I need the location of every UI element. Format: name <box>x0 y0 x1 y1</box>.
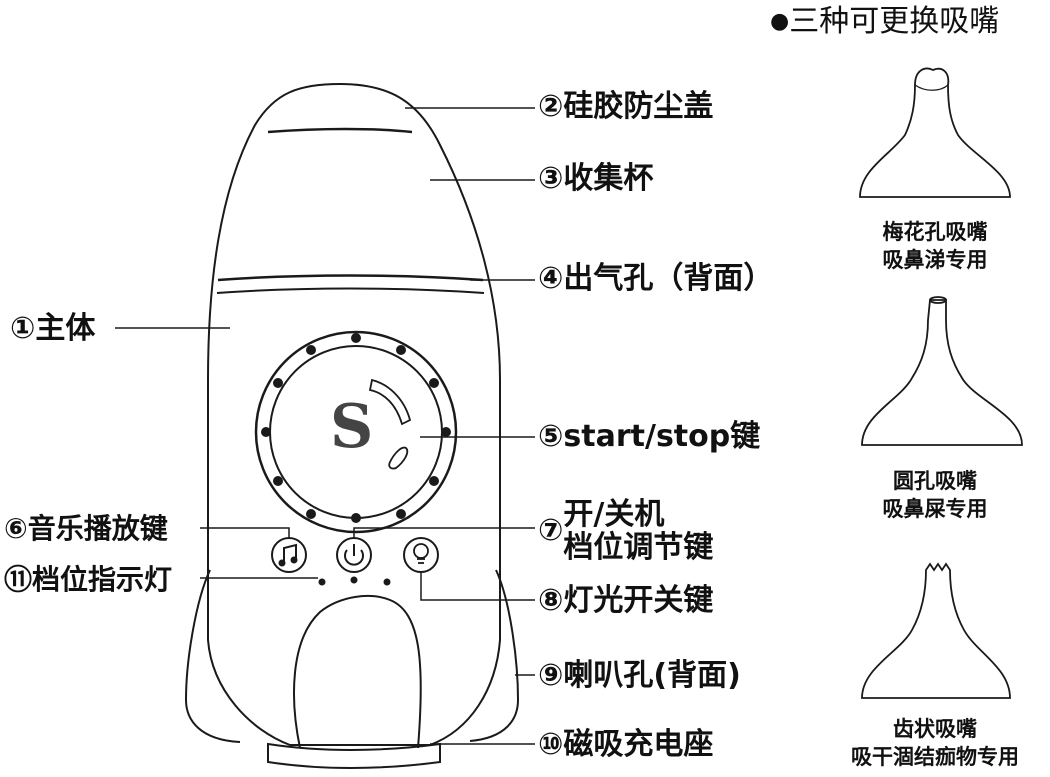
start-stop-button-letter: S <box>330 392 374 462</box>
ring-leds <box>261 333 451 523</box>
callout-number: ⑤ <box>538 419 564 454</box>
cup-seam-upper <box>217 274 484 282</box>
nozzle-name: 圆孔吸嘴 <box>893 469 977 493</box>
callout-number: ① <box>10 311 36 346</box>
callout-number: ⑨ <box>538 658 564 693</box>
header-title: 三种可更换吸嘴 <box>789 4 1000 39</box>
callout-light-button: ⑧灯光开关键 <box>538 584 713 618</box>
button-highlight-short <box>388 446 409 470</box>
callout-text: 硅胶防尘盖 <box>563 89 714 124</box>
callout-number: ⑦ <box>538 513 564 548</box>
callout-text: 主体 <box>35 311 96 346</box>
callout-number: ⑪ <box>4 563 33 596</box>
callout-text: 开/关机 <box>563 497 665 532</box>
callout-main-body: ①主体 <box>10 312 95 346</box>
nozzle-use: 吸干涸结痂物专用 <box>851 745 1019 769</box>
light-bulb-icon <box>413 543 429 564</box>
device-body-outline <box>207 82 501 746</box>
nozzle-name: 梅花孔吸嘴 <box>882 220 988 244</box>
charging-base <box>267 742 441 769</box>
callout-air-vent: ④出气孔（背面） <box>538 262 773 296</box>
music-button-ring <box>271 537 307 573</box>
callout-text: 档位指示灯 <box>32 563 173 596</box>
nozzle-section-header: ●三种可更换吸嘴 <box>770 2 999 42</box>
right-fin <box>469 569 520 742</box>
callout-number: ⑩ <box>538 727 564 762</box>
callout-text: 出气孔（背面） <box>563 261 774 296</box>
level-indicator-dots <box>318 576 391 586</box>
callout-music-button: ⑥音乐播放键 <box>4 512 168 546</box>
nozzle-round <box>861 299 1023 446</box>
callout-charging-base: ⑩磁吸充电座 <box>538 728 713 762</box>
header-bullet: ● <box>770 9 790 34</box>
nozzle-drawings <box>859 67 1023 699</box>
callout-number: ④ <box>538 261 564 296</box>
nozzle-use: 吸鼻屎专用 <box>882 497 988 521</box>
callout-start-stop: ⑤start/stop键 <box>538 420 760 454</box>
callout-text: 收集杯 <box>563 161 654 196</box>
callout-text: start/stop键 <box>563 419 761 454</box>
music-note-icon <box>278 543 298 567</box>
dust-cap-seam <box>267 127 413 134</box>
nozzle-caption-round: 圆孔吸嘴 吸鼻屎专用 <box>825 467 1045 523</box>
callout-number: ⑧ <box>538 583 564 618</box>
left-fin <box>184 569 241 743</box>
callout-speaker: ⑨喇叭孔(背面) <box>538 659 741 693</box>
callout-number: ③ <box>538 161 564 196</box>
nozzle-toothed <box>861 562 1011 699</box>
nozzle-caption-plum: 梅花孔吸嘴 吸鼻涕专用 <box>825 218 1045 274</box>
callout-text: 磁吸充电座 <box>563 727 714 762</box>
callout-collection-cup: ③收集杯 <box>538 162 653 196</box>
callout-number: ⑥ <box>4 512 28 545</box>
light-button-ring <box>403 537 439 573</box>
nozzle-caption-toothed: 齿状吸嘴 吸干涸结痂物专用 <box>825 715 1045 771</box>
button-highlight-long <box>368 378 412 426</box>
callout-text-line2: 档位调节键 <box>563 530 714 565</box>
power-icon <box>344 544 364 566</box>
leader-lines <box>115 107 535 745</box>
nozzle-plum <box>859 67 1011 198</box>
base-arch <box>293 595 422 749</box>
callout-level-indicator: ⑪档位指示灯 <box>4 563 172 597</box>
callout-text: 喇叭孔(背面) <box>563 658 741 693</box>
callout-text: 灯光开关键 <box>563 583 714 618</box>
cup-seam-lower <box>216 287 485 294</box>
button-ring-outer <box>254 330 458 534</box>
nozzle-name: 齿状吸嘴 <box>893 717 977 741</box>
callout-power-button: ⑦ 开/关机 档位调节键 <box>538 498 713 564</box>
nozzle-use: 吸鼻涕专用 <box>882 248 988 272</box>
callout-number: ② <box>538 89 564 124</box>
callout-text: 音乐播放键 <box>27 512 168 545</box>
callout-dust-cap: ②硅胶防尘盖 <box>538 90 713 124</box>
